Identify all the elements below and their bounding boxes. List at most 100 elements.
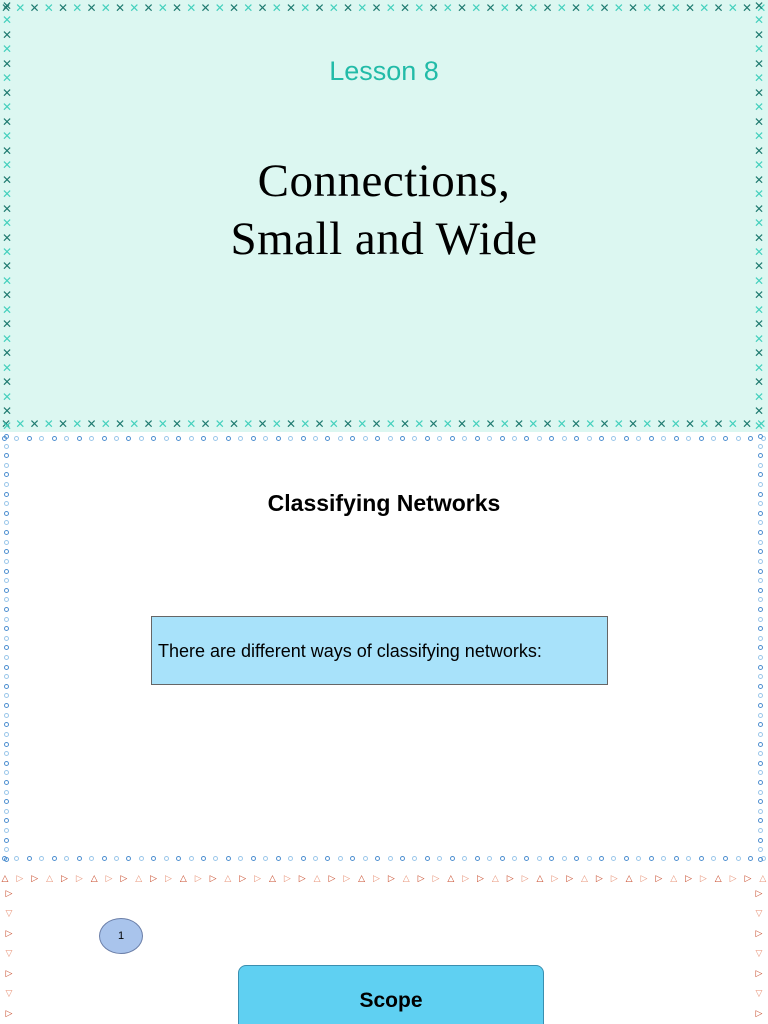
circle-mark <box>758 847 763 853</box>
cross-stitch-mark: ✕ <box>485 2 496 15</box>
cross-stitch-mark: ✕ <box>656 418 667 431</box>
circle-mark <box>748 436 754 441</box>
circle-mark <box>300 856 306 861</box>
cross-stitch-mark: ✕ <box>371 2 382 15</box>
triangle-border-right: ▷▽▷▽▷▽▷ <box>754 884 764 1024</box>
cross-stitch-mark: ✕ <box>1 129 13 144</box>
cross-stitch-mark: ✕ <box>670 2 681 15</box>
cross-stitch-mark: ✕ <box>1 187 13 202</box>
cross-stitch-mark: ✕ <box>15 418 26 431</box>
circle-mark <box>213 436 219 441</box>
circle-mark <box>325 856 331 861</box>
info-text-box: There are different ways of classifying … <box>151 616 608 685</box>
circle-mark <box>686 856 692 861</box>
circle-mark <box>138 436 144 441</box>
circle-mark <box>4 462 9 468</box>
cross-stitch-mark: ✕ <box>0 418 12 431</box>
circle-mark <box>4 539 9 545</box>
cross-stitch-mark: ✕ <box>753 158 765 173</box>
triangle-mark: ▷ <box>5 1009 13 1019</box>
cross-stitch-mark: ✕ <box>1 230 13 245</box>
circle-mark <box>126 436 132 441</box>
triangle-mark: ▷ <box>744 874 752 884</box>
cross-stitch-mark: ✕ <box>753 187 765 202</box>
cross-stitch-mark: ✕ <box>114 418 126 431</box>
cross-stitch-mark: ✕ <box>753 172 765 187</box>
cross-stitch-mark: ✕ <box>29 418 40 431</box>
cross-stitch-mark: ✕ <box>753 404 765 419</box>
cross-stitch-mark: ✕ <box>342 418 354 431</box>
circle-mark <box>4 722 9 728</box>
circle-mark <box>487 856 493 861</box>
circle-mark <box>758 818 763 824</box>
circle-mark <box>4 520 9 526</box>
triangle-mark: ▷ <box>551 874 559 884</box>
cross-stitch-mark: ✕ <box>1 27 13 42</box>
triangle-mark: ▷ <box>194 874 202 884</box>
circle-mark <box>337 436 343 441</box>
circle-mark <box>758 808 763 814</box>
cross-stitch-mark: ✕ <box>114 2 126 15</box>
cross-stitch-mark: ✕ <box>385 418 396 431</box>
circle-mark <box>213 856 219 861</box>
cross-stitch-border-top: ✕✕✕✕✕✕✕✕✕✕✕✕✕✕✕✕✕✕✕✕✕✕✕✕✕✕✕✕✕✕✕✕✕✕✕✕✕✕✕✕… <box>0 2 768 16</box>
cross-stitch-mark: ✕ <box>753 27 765 42</box>
cross-stitch-mark: ✕ <box>143 2 154 15</box>
cross-stitch-mark: ✕ <box>753 42 765 57</box>
cross-stitch-mark: ✕ <box>171 418 183 431</box>
cross-stitch-mark: ✕ <box>442 418 453 431</box>
cross-stitch-mark: ✕ <box>143 418 154 431</box>
cross-stitch-mark: ✕ <box>129 2 140 15</box>
circle-mark <box>623 436 629 441</box>
cross-stitch-mark: ✕ <box>342 2 354 15</box>
circle-mark <box>661 436 667 441</box>
cross-stitch-mark: ✕ <box>613 418 624 431</box>
triangle-mark: △ <box>90 874 98 884</box>
circle-mark <box>4 568 9 574</box>
circle-mark <box>673 856 679 861</box>
circle-mark <box>89 436 95 441</box>
circle-mark <box>735 856 741 861</box>
triangle-mark: ▷ <box>655 874 663 884</box>
circle-mark <box>263 436 269 441</box>
circle-mark <box>250 436 256 441</box>
scope-button[interactable]: Scope <box>238 965 544 1024</box>
circle-mark <box>51 856 57 861</box>
circle-mark <box>4 443 9 449</box>
circle-mark <box>400 856 405 861</box>
circle-mark <box>758 664 763 670</box>
cross-stitch-mark: ✕ <box>471 418 482 431</box>
cross-stitch-border-right: ✕✕✕✕✕✕✕✕✕✕✕✕✕✕✕✕✕✕✕✕✕✕✕✕✕✕✕✕✕✕ <box>753 0 767 432</box>
circle-mark <box>4 703 9 709</box>
cross-stitch-mark: ✕ <box>428 418 439 431</box>
circle-mark <box>758 443 763 449</box>
cross-stitch-mark: ✕ <box>271 2 282 15</box>
cross-stitch-mark: ✕ <box>214 418 225 431</box>
cross-stitch-mark: ✕ <box>456 418 468 431</box>
circle-mark <box>474 436 480 441</box>
cross-stitch-mark: ✕ <box>228 2 240 15</box>
cross-stitch-mark: ✕ <box>214 2 225 15</box>
cross-stitch-mark: ✕ <box>129 418 140 431</box>
cross-stitch-mark: ✕ <box>1 360 13 375</box>
circle-mark <box>758 616 763 622</box>
circle-mark <box>4 578 9 584</box>
circle-mark <box>76 436 82 441</box>
circle-mark <box>4 558 9 564</box>
cross-stitch-mark: ✕ <box>257 418 268 431</box>
circle-mark <box>4 789 9 795</box>
cross-stitch-mark: ✕ <box>1 13 13 28</box>
cross-stitch-mark: ✕ <box>1 346 13 361</box>
cross-stitch-mark: ✕ <box>72 2 83 15</box>
cross-stitch-mark: ✕ <box>86 418 97 431</box>
triangle-mark: ▷ <box>506 874 514 884</box>
triangle-mark: ▽ <box>5 989 13 999</box>
circle-mark <box>138 856 144 861</box>
circle-mark <box>586 436 592 441</box>
circle-mark <box>437 436 443 441</box>
cross-stitch-mark: ✕ <box>1 302 13 317</box>
circle-mark <box>758 827 763 833</box>
circle-mark <box>4 645 9 651</box>
cross-stitch-mark: ✕ <box>684 418 696 431</box>
circle-mark <box>288 436 294 441</box>
